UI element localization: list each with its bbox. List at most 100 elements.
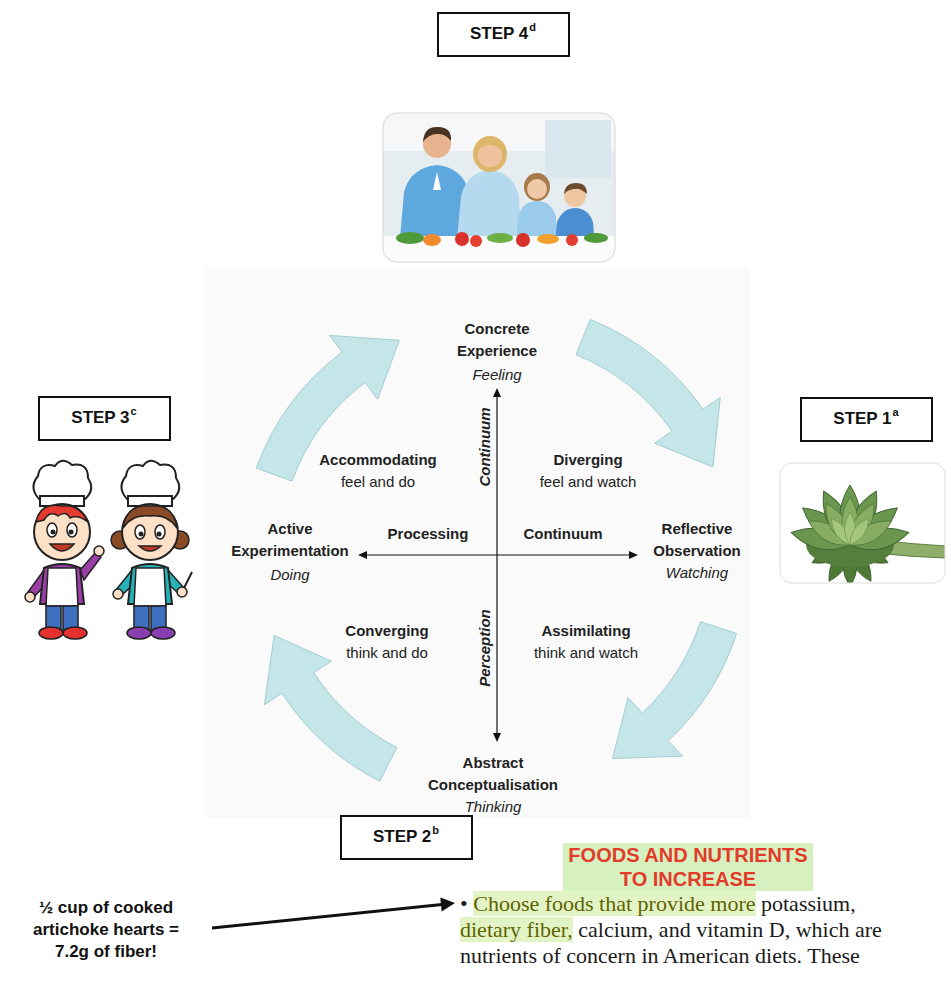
axis-label: Processing [373,523,483,545]
chef-girl [177,587,187,597]
leader-arrow [212,905,442,929]
step-superscript: c [131,405,137,417]
family-photo [478,139,503,152]
chef-boy [46,568,78,606]
axis-label: Continuum [476,407,493,486]
family-photo [383,113,615,262]
axis-arrow [358,551,367,559]
quadrant-subtitle: feel and do [303,471,453,493]
step-superscript: a [893,406,899,418]
chef-girl [121,461,179,500]
highlighted-text: dietary fiber, [460,917,573,942]
step-superscript: d [529,21,536,33]
chef-boy [33,461,91,500]
chef-boy [25,461,104,639]
family-photo [473,136,507,172]
chef-girl [139,532,144,537]
chef-boy [47,523,57,537]
step-number: STEP 4 [470,23,528,45]
quadrant-title: Assimilating [511,620,661,642]
step-box: STEP 3c [38,396,171,441]
bullet: • [460,891,468,916]
cycle-arrow [613,622,737,759]
chef-girl [155,525,165,539]
step-number: STEP 3 [71,407,129,429]
family-photo [545,120,611,178]
axis-arrow [493,388,501,397]
family-photo [527,179,547,199]
step-number: STEP 2 [373,826,431,848]
artichoke-photo [780,463,945,583]
step-label: STEP 3c [71,407,136,429]
body-text: potassium, [761,891,856,916]
chef-boy [69,530,74,535]
step-label: STEP 4d [470,23,536,45]
axis-arrow [358,388,638,742]
family-photo [516,233,530,247]
step-label: STEP 1a [833,408,898,430]
chef-girl [123,506,177,528]
chef-cartoon [25,461,192,639]
chef-boy [94,546,104,556]
axis-label: Continuum [508,523,618,545]
axis-arrow [629,551,638,559]
pole-title: Reflective Observation [641,518,753,562]
step-superscript: b [432,824,439,836]
axis-label: Perception [476,609,493,687]
chef-girl [113,589,123,599]
chef-boy [51,530,56,535]
artichoke-photo [780,463,945,583]
artichoke-photo [780,463,946,587]
pole-title: Concrete Experience [442,318,552,362]
pole-title: Abstract Conceptualisation [416,752,571,796]
step-box: STEP 4d [437,12,570,57]
fiber-note: ½ cup of cooked artichoke hearts = 7.2g … [20,897,192,963]
quadrant-title: Diverging [513,449,663,471]
chef-boy [67,523,77,537]
chef-boy [36,505,88,522]
family-photo [383,113,615,262]
step-box: STEP 2b [340,815,473,860]
quadrant-subtitle: think and watch [511,642,661,664]
family-photo [433,172,441,190]
quadrant-subtitle: feel and watch [513,471,663,493]
family-photo [524,173,550,201]
leader-arrow [440,897,455,911]
quadrant-title: Accommodating [303,449,453,471]
family-photo [470,235,482,247]
axis-arrow [493,733,501,742]
guideline-excerpt: • Choose foods that provide more potassi… [460,891,915,969]
quadrant-subtitle: think and do [312,642,462,664]
excerpt-line: dietary fiber, calcium, and vitamin D, w… [460,917,915,969]
family-photo [423,127,451,142]
family-photo [423,234,441,246]
step-label: STEP 2b [373,826,439,848]
step-box: STEP 1a [800,397,933,442]
excerpt-line: • Choose foods that provide more potassi… [460,891,915,917]
family-photo [455,232,469,246]
family-photo [566,234,578,246]
chef-girl [122,504,178,560]
artichoke-photo [780,463,945,583]
pole-subtitle: Feeling [442,364,552,386]
chef-boy [50,544,74,551]
family-photo [494,196,520,231]
pole-subtitle: Doing [220,564,360,586]
artichoke-photo [789,485,911,583]
axis-arrow [364,554,632,555]
family-photo [487,233,513,243]
quadrant-title: Converging [312,620,462,642]
pole-subtitle: Watching [641,562,753,584]
family-photo [537,234,559,244]
chef-boy [34,504,90,560]
excerpt-heading: FOODS AND NUTRIENTS TO INCREASE [563,843,813,891]
family-photo [383,113,615,262]
chef-girl [151,627,175,639]
family-photo [383,113,615,262]
pole-title: Active Experimentation [220,518,360,562]
chef-boy [39,627,63,639]
chef-girl [139,546,161,551]
family-photo [564,183,587,194]
axis-arrow [496,394,497,736]
